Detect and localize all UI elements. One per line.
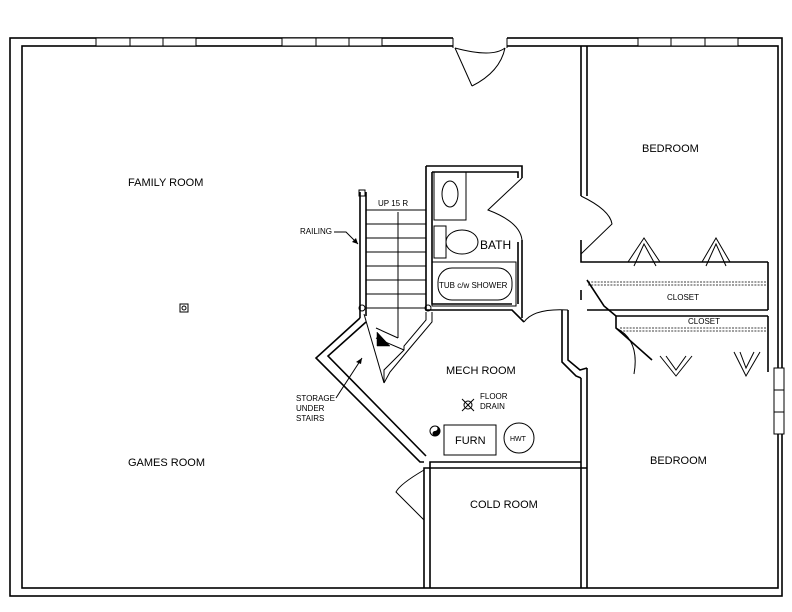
railing-label: RAILING bbox=[300, 227, 332, 236]
exterior-walls bbox=[9, 37, 783, 597]
floor-drain-label-1: FLOOR bbox=[480, 392, 508, 401]
bifold-doors bbox=[627, 237, 761, 378]
storage-label-1: STORAGE bbox=[296, 394, 335, 403]
bedroom-top-label: BEDROOM bbox=[642, 143, 699, 155]
water-heater-label: HWT bbox=[510, 436, 527, 443]
floor-drain-icon bbox=[463, 400, 473, 410]
top-windows bbox=[95, 37, 739, 47]
family-room-label: FAMILY ROOM bbox=[128, 177, 203, 189]
bath-label: BATH bbox=[480, 238, 511, 252]
closet-top-label: CLOSET bbox=[667, 293, 699, 302]
floor-drain-label-2: DRAIN bbox=[480, 402, 505, 411]
storage-label-2: UNDER bbox=[296, 404, 325, 413]
stairs-label: UP 15 R bbox=[378, 199, 408, 208]
closet-bottom-label: CLOSET bbox=[688, 317, 720, 326]
floor-outlet-icon bbox=[179, 303, 189, 313]
right-window bbox=[773, 367, 785, 435]
games-room-label: GAMES ROOM bbox=[128, 457, 205, 469]
furnace bbox=[443, 424, 497, 456]
stair-treads bbox=[358, 189, 432, 351]
callout-leaders bbox=[334, 231, 363, 399]
mech-fixtures bbox=[429, 398, 535, 456]
closet-shelves bbox=[588, 281, 766, 332]
interior-walls bbox=[314, 46, 769, 588]
storage-label-3: STAIRS bbox=[296, 414, 324, 423]
interior-doors bbox=[395, 195, 636, 560]
furnace-label: FURN bbox=[455, 435, 486, 447]
entry-door bbox=[452, 36, 508, 87]
bath-fixtures bbox=[431, 171, 523, 307]
bedroom-bottom-label: BEDROOM bbox=[650, 455, 707, 467]
mech-room-label: MECH ROOM bbox=[446, 365, 516, 377]
cold-room-label: COLD ROOM bbox=[470, 499, 538, 511]
tub-label: TUB c/w SHOWER bbox=[439, 281, 508, 290]
water-heater bbox=[503, 422, 535, 454]
